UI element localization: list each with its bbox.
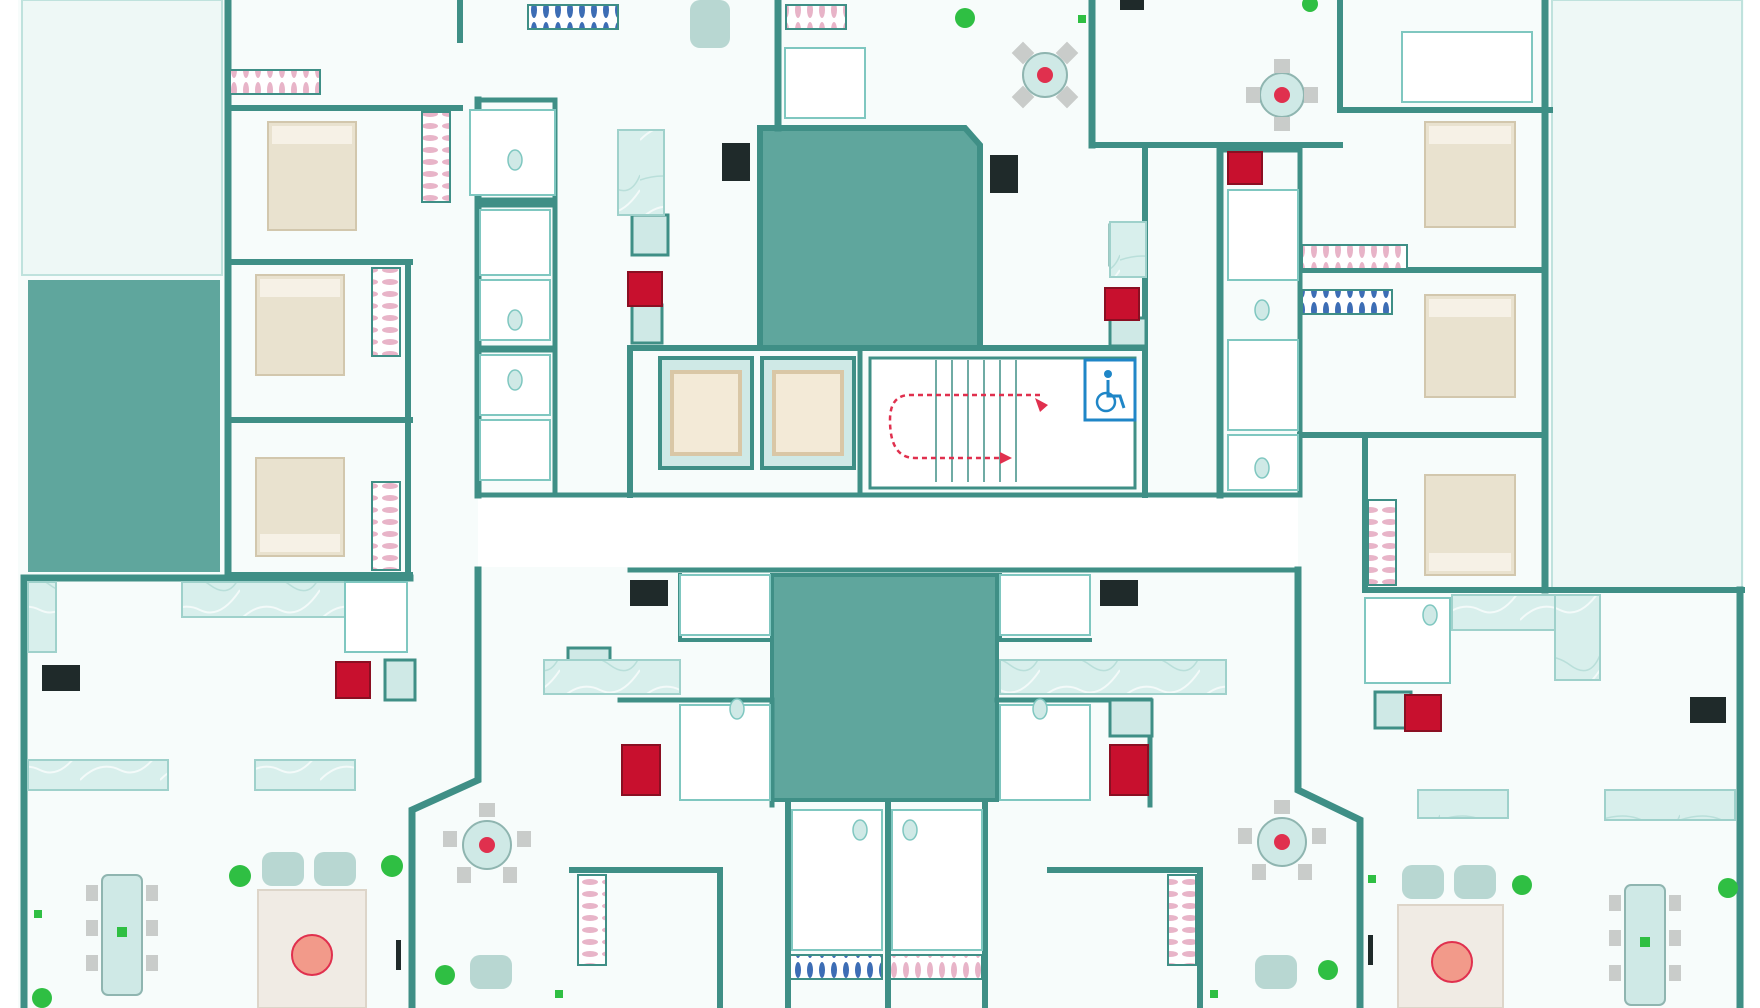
light-well-bottom (770, 573, 999, 802)
wall-markers (34, 15, 1376, 998)
kitchen-appliances (42, 0, 1726, 723)
tv-units (396, 935, 1373, 970)
central-corridor (478, 495, 1298, 567)
elevator-left (658, 356, 754, 470)
light-well-left (28, 280, 220, 572)
wardrobes (229, 4, 1408, 980)
light-well-top (757, 125, 983, 351)
living-furniture (257, 0, 1504, 1008)
kitchen-counters (27, 129, 1736, 821)
stairs-icon (868, 356, 1137, 490)
walls (20, 0, 1745, 1008)
toilets (507, 149, 1438, 841)
bed-icon (255, 121, 1516, 576)
balcony-right (1551, 0, 1743, 591)
fire-cabinets (335, 151, 1442, 796)
bathroom-fixtures (344, 31, 1533, 951)
plant-icon (32, 0, 1738, 1008)
elevator-right (760, 356, 856, 470)
wheelchair-icon (1083, 358, 1137, 422)
balcony-left (21, 0, 223, 276)
